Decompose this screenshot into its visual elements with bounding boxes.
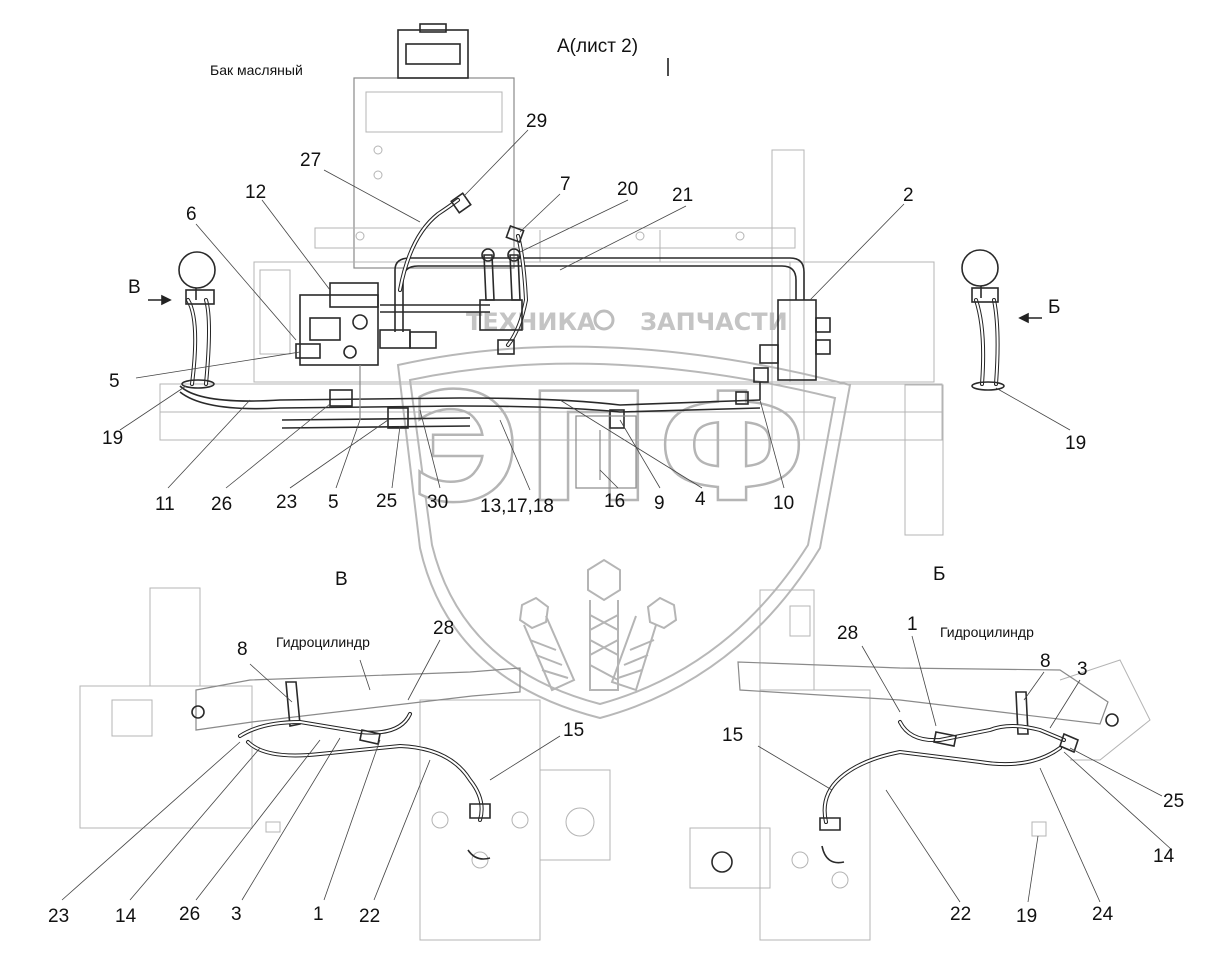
callout: 3	[231, 904, 242, 925]
callout: 29	[526, 111, 547, 132]
callout: 26	[211, 494, 232, 515]
caption-cylinder-left: Гидроцилиндр	[276, 634, 370, 650]
gear-icon	[593, 309, 615, 331]
callout: 22	[950, 904, 971, 925]
callout: 20	[617, 179, 638, 200]
callout: 22	[359, 906, 380, 927]
callout: 8	[1040, 651, 1051, 672]
callout: 1	[907, 614, 918, 635]
callout: 12	[245, 182, 266, 203]
frame	[159, 149, 944, 536]
callout: 25	[1163, 791, 1184, 812]
callout: 30	[427, 492, 448, 513]
callout: 19	[102, 428, 123, 449]
callout: 19	[1016, 906, 1037, 927]
wheat-emblem-icon	[518, 558, 678, 692]
arrow-view-b	[1018, 312, 1042, 324]
callout: 5	[328, 492, 339, 513]
leader-lines	[119, 129, 1071, 491]
mirror-left	[178, 251, 216, 389]
watermark-brand-right: ЗАПЧАСТИ	[640, 308, 788, 336]
caption-view-v-title: В	[335, 569, 348, 590]
hydraulic-distributor	[295, 282, 437, 366]
callout: 11	[155, 494, 175, 515]
mirror-right	[961, 249, 1005, 391]
callout: 1	[313, 904, 324, 925]
callout: 7	[560, 174, 571, 195]
callout: 24	[1092, 904, 1114, 925]
callout: 3	[1077, 659, 1088, 680]
callout: 27	[300, 150, 321, 171]
control-levers	[479, 224, 529, 355]
callout: 13,17,18	[480, 496, 554, 517]
view-v-detail	[61, 587, 611, 941]
callout: 26	[179, 904, 200, 925]
callout: 5	[109, 371, 120, 392]
callout: 8	[237, 639, 248, 660]
caption-oil-tank: Бак масляный	[210, 62, 303, 78]
captions: Бак масляный А(лист 2) В Б В Б Гидроцили…	[128, 36, 1060, 650]
callouts-top: 29 27 7 20 21 2 12 6 5 19 11 26 23 5 25 …	[102, 111, 1086, 517]
caption-view-b-title: Б	[933, 564, 945, 585]
callout: 19	[1065, 433, 1086, 454]
view-b-detail	[689, 589, 1173, 941]
arrow-view-v	[148, 294, 172, 306]
caption-cylinder-right: Гидроцилиндр	[940, 624, 1034, 640]
callout: 10	[773, 493, 794, 514]
callout: 28	[837, 623, 858, 644]
callouts-bottom-left: 8 28 15 23 14 26 3 1 22	[48, 618, 584, 927]
caption-view-b-arrow: Б	[1048, 297, 1060, 318]
callout: 23	[48, 906, 69, 927]
callouts-bottom-right: 28 1 8 3 15 25 14 22 19 24	[722, 614, 1184, 927]
callout: 14	[1153, 846, 1175, 867]
watermark-letters: ЭПФ	[410, 362, 812, 536]
callout: 6	[186, 204, 197, 225]
callout: 16	[604, 491, 625, 512]
lower-hoses	[179, 365, 761, 489]
callout: 14	[115, 906, 137, 927]
callout: 15	[722, 725, 743, 746]
callout: 9	[654, 493, 665, 514]
callout: 15	[563, 720, 584, 741]
watermark: ТЕХНИКА ЗАПЧАСТИ ЭПФ	[396, 308, 852, 720]
callout: 4	[695, 489, 706, 510]
callout: 23	[276, 492, 297, 513]
callout: 25	[376, 491, 397, 512]
caption-view-v-arrow: В	[128, 277, 141, 298]
valve-block-right	[753, 299, 831, 400]
caption-view-a: А(лист 2)	[557, 36, 638, 57]
oil-tank	[353, 23, 515, 269]
callout: 2	[903, 185, 914, 206]
main-assembly-view	[119, 23, 1071, 536]
callout: 21	[672, 185, 693, 206]
callout: 28	[433, 618, 454, 639]
